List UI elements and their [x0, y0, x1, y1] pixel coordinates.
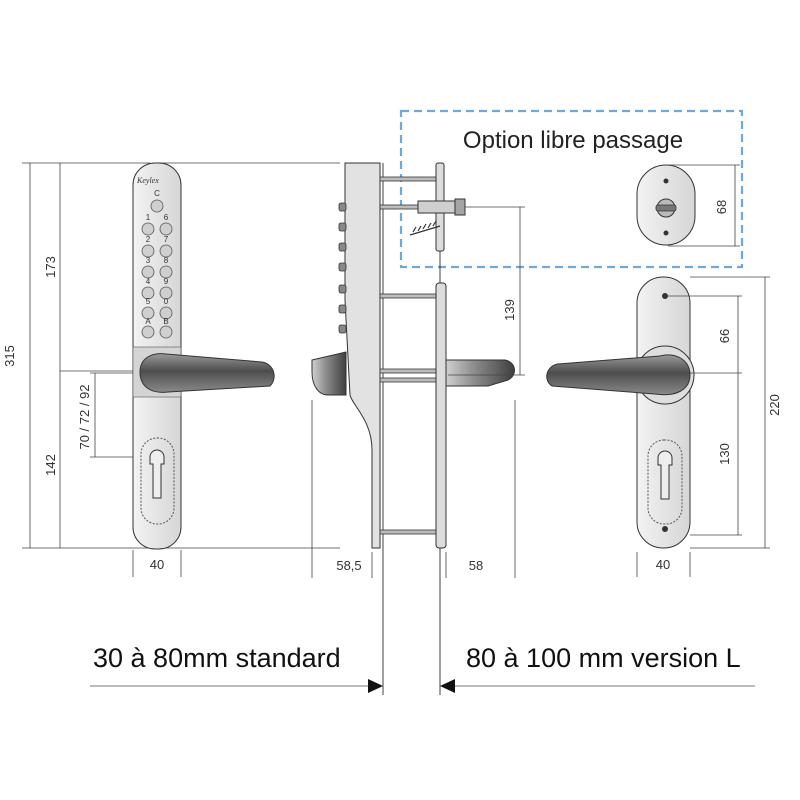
key-button[interactable]: [159, 325, 173, 339]
keypad: C 1 6 2 7 3 8 4 9 5 0 A B: [141, 189, 173, 339]
side-outer-plate: [344, 162, 381, 549]
key-button[interactable]: [141, 325, 155, 339]
key-label: 0: [164, 297, 169, 306]
key-label: 6: [164, 213, 169, 222]
key-button[interactable]: [159, 222, 173, 236]
option-box-border: [399, 109, 744, 269]
dim-220-label: 220: [767, 394, 782, 416]
dim-130-label: 130: [717, 443, 732, 465]
key-label: 5: [146, 297, 151, 306]
key-button[interactable]: [141, 244, 155, 258]
key-button[interactable]: [159, 286, 173, 300]
key-label: 3: [146, 256, 151, 265]
arrow-right-icon: [368, 679, 383, 693]
thumbturn-plate: [636, 164, 696, 246]
key-button[interactable]: [159, 244, 173, 258]
arrow-left-icon: [440, 679, 455, 693]
dim-front-width-label: 40: [150, 557, 164, 572]
key-label: B: [163, 317, 168, 326]
key-button[interactable]: [159, 265, 173, 279]
key-button[interactable]: [141, 222, 155, 236]
key-label: 8: [164, 256, 169, 265]
side-through-bolts: [379, 176, 439, 535]
side-inner-plate: [435, 282, 447, 549]
back-plate: [636, 276, 691, 549]
dim-entraxe-label: 70 / 72 / 92: [77, 384, 92, 449]
key-label: 2: [146, 235, 151, 244]
key-label: A: [145, 317, 151, 326]
dim-58-label: 58: [469, 558, 483, 573]
key-label: 4: [146, 277, 151, 286]
dim-315-label: 315: [2, 345, 17, 367]
door-thickness-standard: 30 à 80mm standard: [93, 643, 341, 673]
dim-68-label: 68: [714, 200, 729, 214]
back-view: 66 130 220 40: [546, 276, 782, 577]
back-lever-handle[interactable]: [546, 354, 691, 396]
key-button[interactable]: [141, 286, 155, 300]
key-button[interactable]: [159, 306, 173, 320]
side-key-stubs: [338, 202, 347, 334]
key-label: 1: [146, 213, 151, 222]
side-left-handle: [311, 351, 347, 396]
front-lever-handle[interactable]: [139, 353, 275, 393]
dim-139-label: 139: [502, 299, 517, 321]
key-button[interactable]: [150, 199, 164, 213]
door-thickness-version-l: 80 à 100 mm version L: [466, 643, 741, 673]
dim-68-lines: [668, 164, 740, 247]
door-thickness: 30 à 80mm standard 80 à 100 mm version L: [90, 643, 755, 693]
side-view: 139 58,5 58: [311, 162, 525, 695]
front-cylinder-hole: [140, 437, 175, 525]
side-right-handle: [445, 359, 515, 387]
front-view: 315 173 142 70 / 72 / 92 40 Keylex C 1 6…: [2, 162, 340, 577]
key-label: 7: [164, 235, 169, 244]
key-label: C: [154, 189, 160, 198]
option-libre-passage-box: Option libre passage 68: [399, 109, 744, 269]
key-button[interactable]: [141, 306, 155, 320]
dim-58-5-label: 58,5: [336, 558, 361, 573]
dim-66-label: 66: [717, 329, 732, 343]
key-button[interactable]: [141, 265, 155, 279]
side-screw: [409, 220, 441, 236]
dim-back-width-label: 40: [656, 557, 670, 572]
thumbturn-icon: [655, 204, 677, 212]
key-label: 9: [164, 277, 169, 286]
brand-logo: Keylex: [136, 176, 159, 185]
dim-173-label: 173: [43, 256, 58, 278]
back-cylinder-hole: [647, 439, 683, 525]
option-box-title: Option libre passage: [463, 127, 683, 154]
dim-142-label: 142: [43, 454, 58, 476]
